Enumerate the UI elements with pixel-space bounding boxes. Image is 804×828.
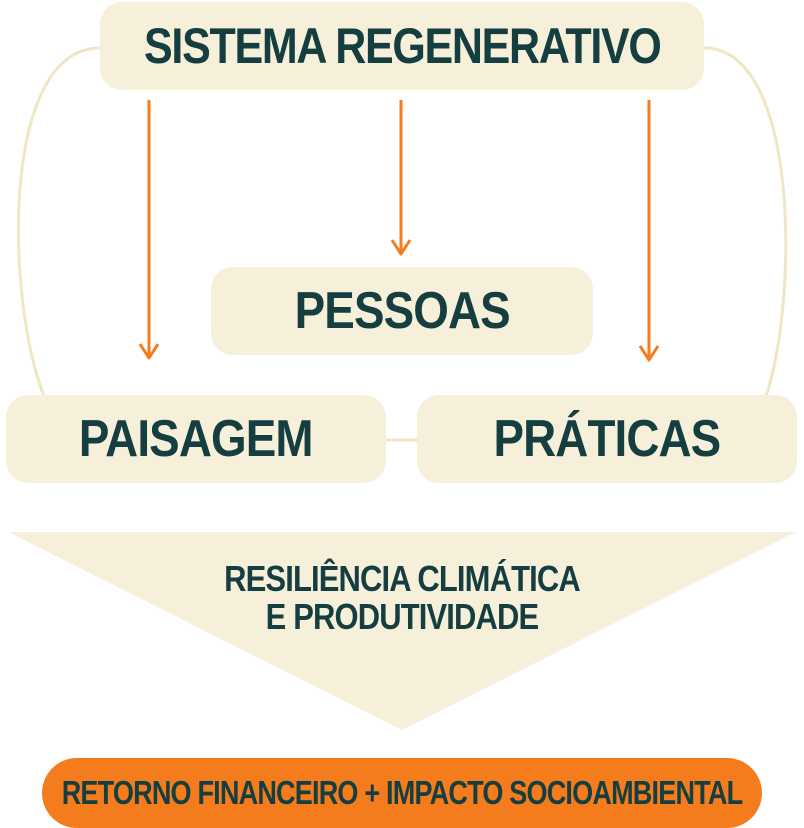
top-node-label: SISTEMA REGENERATIVO — [143, 18, 662, 74]
arrow-to-pessoas — [390, 100, 412, 256]
top-node-sistema-regenerativo: SISTEMA REGENERATIVO — [100, 2, 704, 90]
node-pessoas: PESSOAS — [211, 267, 593, 355]
node-praticas-label: PRÁTICAS — [493, 410, 722, 468]
node-paisagem: PAISAGEM — [6, 395, 386, 483]
arrow-to-paisagem — [138, 100, 160, 360]
result-triangle — [8, 532, 796, 730]
result-label-line2: E PRODUTIVIDADE — [265, 596, 540, 637]
outcome-pill: RETORNO FINANCEIRO + IMPACTO SOCIOAMBIEN… — [42, 758, 762, 828]
outcome-label: RETORNO FINANCEIRO + IMPACTO SOCIOAMBIEN… — [61, 774, 743, 811]
arrow-to-praticas — [638, 100, 660, 362]
node-praticas: PRÁTICAS — [417, 395, 797, 483]
node-paisagem-label: PAISAGEM — [79, 410, 314, 468]
left-loop-connector — [16, 46, 101, 397]
result-label-line1: RESILIÊNCIA CLIMÁTICA — [224, 558, 581, 599]
result-label: RESILIÊNCIA CLIMÁTICA E PRODUTIVIDADE — [152, 560, 652, 636]
right-loop-connector — [703, 46, 788, 397]
node-pessoas-label: PESSOAS — [294, 282, 510, 340]
